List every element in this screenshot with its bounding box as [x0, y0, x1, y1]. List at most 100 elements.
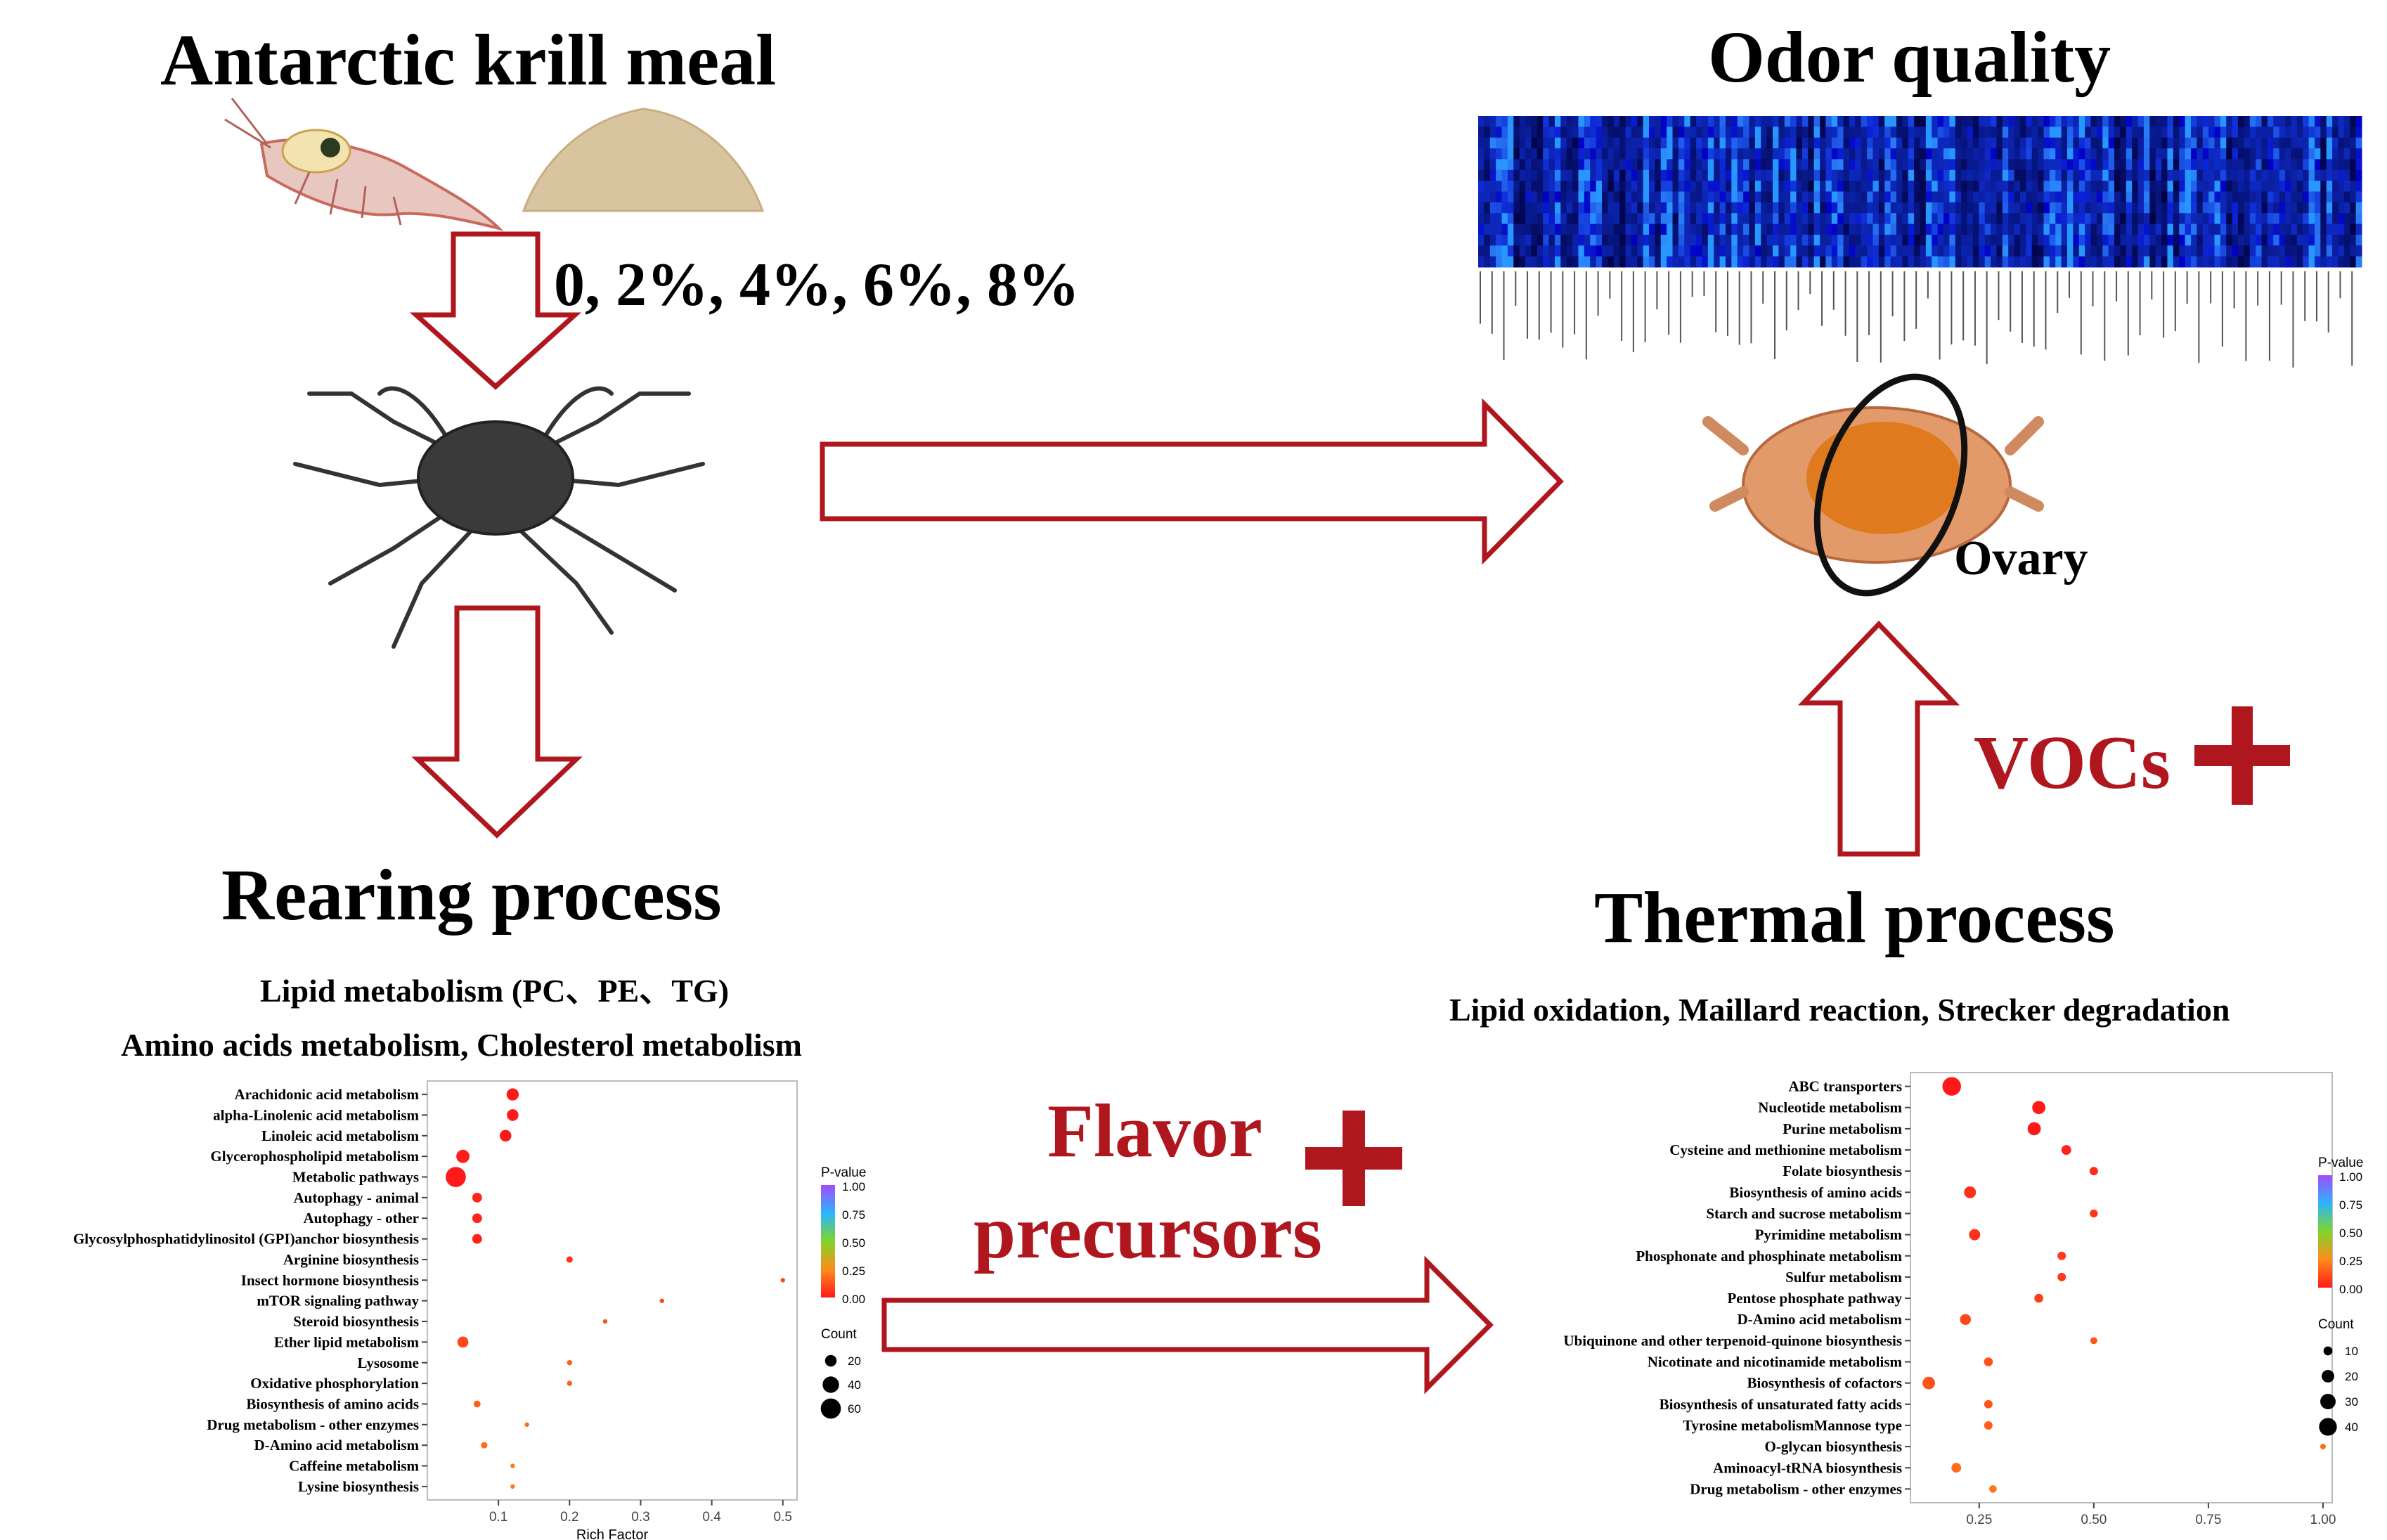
- plus-icon-vocs: [2194, 706, 2290, 805]
- odor-quality-title: Odor quality: [1708, 17, 2111, 98]
- x-tick-label: 0.3: [631, 1510, 649, 1525]
- enrichment-point: [510, 1463, 515, 1468]
- rearing-notes-line2: Amino acids metabolism, Cholesterol meta…: [121, 1027, 802, 1063]
- enrichment-point: [2061, 1145, 2071, 1155]
- thermal-process-title: Thermal process: [1594, 877, 2115, 958]
- enrichment-point: [2027, 1122, 2041, 1136]
- x-tick-label: 0.4: [702, 1510, 721, 1525]
- arrow-down-krill-to-crab: [409, 231, 582, 390]
- rearing-notes-line1: Lipid metabolism (PC、PE、TG): [260, 973, 730, 1009]
- legend-color-tick: 1.00: [842, 1180, 865, 1193]
- enrichment-point: [2090, 1337, 2097, 1345]
- enrichment-point: [1951, 1463, 1962, 1473]
- enrichment-point: [507, 1109, 519, 1121]
- krill-meal-powder: [522, 108, 765, 212]
- category-label: Pyrimidine metabolism: [1755, 1227, 1903, 1243]
- category-label: Lysosome: [357, 1354, 419, 1371]
- enrichment-point: [524, 1422, 529, 1428]
- legend-color-tick: 0.75: [842, 1208, 865, 1222]
- category-label: Steroid biosynthesis: [293, 1313, 419, 1330]
- vocs-label: VOCs: [1974, 721, 2171, 805]
- flavor-label-line1: Flavor: [1047, 1089, 1262, 1173]
- category-label: Biosynthesis of unsaturated fatty acids: [1660, 1396, 1902, 1413]
- legend-color-tick: 0.00: [2339, 1283, 2362, 1296]
- plot-frame: [1910, 1072, 2333, 1503]
- category-label: Glycosylphosphatidylinositol (GPI)anchor…: [73, 1231, 419, 1248]
- category-label: Folate biosynthesis: [1783, 1163, 1902, 1179]
- category-label: Tyrosine metabolismMannose type: [1683, 1417, 1902, 1434]
- enrichment-point: [1984, 1421, 1993, 1430]
- category-label: Autophagy - other: [303, 1210, 419, 1227]
- enrichment-point: [510, 1484, 515, 1489]
- category-label: Starch and sucrose metabolism: [1706, 1205, 1902, 1222]
- category-label: Nucleotide metabolism: [1758, 1099, 1902, 1116]
- category-label: Ether lipid metabolism: [274, 1333, 420, 1350]
- enrichment-point: [1922, 1376, 1936, 1390]
- legend-color-bar: [2318, 1175, 2332, 1288]
- legend-size-dot: [820, 1398, 841, 1419]
- legend-color-tick: 0.50: [2339, 1227, 2362, 1240]
- cooked-crab-illustration: [1702, 406, 2044, 564]
- category-label: Caffeine metabolism: [289, 1458, 419, 1475]
- odor-heatmap: [1478, 116, 2362, 268]
- legend-color-tick: 0.50: [842, 1236, 865, 1250]
- flavor-label-line2: precursors: [973, 1191, 1322, 1274]
- category-label: ABC transporters: [1788, 1078, 1902, 1095]
- enrichment-point: [1942, 1077, 1961, 1096]
- ovary-label: Ovary: [1954, 531, 2088, 585]
- legend-pvalue-title: P-value: [2318, 1156, 2363, 1170]
- legend-size-dot: [2319, 1418, 2337, 1436]
- enrichment-point: [481, 1442, 488, 1449]
- enrichment-point: [2089, 1167, 2098, 1176]
- category-label: O-glycan biosynthesis: [1765, 1438, 1902, 1455]
- enrichment-point: [446, 1167, 466, 1187]
- x-tick-label: 0.5: [774, 1510, 792, 1525]
- enrichment-point: [1984, 1399, 1993, 1409]
- category-label: Biosynthesis of amino acids: [1729, 1184, 1902, 1201]
- enrichment-point: [566, 1256, 573, 1263]
- rearing-process-title: Rearing process: [221, 855, 722, 936]
- krill-meal-title: Antarctic krill meal: [160, 20, 777, 101]
- legend-size-tick: 10: [2345, 1345, 2358, 1358]
- legend-size-tick: 20: [848, 1354, 861, 1368]
- enrichment-point: [1964, 1186, 1977, 1198]
- legend-size-tick: 40: [2345, 1421, 2358, 1434]
- enrichment-point: [567, 1360, 573, 1366]
- x-tick-label: 0.2: [560, 1510, 578, 1525]
- enrichment-point: [2057, 1272, 2066, 1281]
- legend-count-title: Count: [821, 1327, 857, 1342]
- enrichment-point: [472, 1192, 482, 1203]
- legend-size-dot: [2323, 1346, 2333, 1356]
- enrichment-point: [2034, 1293, 2043, 1303]
- enrichment-point: [2320, 1444, 2326, 1450]
- category-label: Biosynthesis of amino acids: [246, 1395, 419, 1412]
- enrichment-point: [1969, 1229, 1981, 1241]
- category-label: Lysine biosynthesis: [298, 1478, 419, 1495]
- enrichment-point: [472, 1213, 482, 1224]
- enrichment-point: [2057, 1251, 2066, 1260]
- enrichment-point: [2032, 1101, 2045, 1115]
- rearing-enrichment-chart: Arachidonic acid metabolismalpha-Linolen…: [73, 1080, 866, 1539]
- x-tick-label: 0.25: [1966, 1513, 1992, 1527]
- enrichment-point: [2090, 1209, 2098, 1218]
- legend-color-tick: 0.25: [2339, 1255, 2362, 1268]
- legend-size-dot: [824, 1354, 837, 1367]
- enrichment-point: [456, 1149, 470, 1163]
- category-label: Nicotinate and nicotinamide metabolism: [1648, 1354, 1903, 1371]
- category-label: Sulfur metabolism: [1785, 1269, 1902, 1286]
- category-label: Glycerophospholipid metabolism: [210, 1148, 419, 1165]
- category-label: Drug metabolism - other enzymes: [1690, 1480, 1902, 1497]
- legend-size-tick: 40: [848, 1378, 861, 1392]
- legend-color-tick: 0.75: [2339, 1198, 2362, 1212]
- x-tick-label: 0.50: [2081, 1513, 2107, 1527]
- category-label: Oxidative phosphorylation: [250, 1375, 419, 1392]
- krill-illustration: [224, 98, 504, 231]
- enrichment-point: [1984, 1357, 1993, 1366]
- arrow-down-crab-to-rearing: [411, 605, 583, 839]
- category-label: Arachidonic acid metabolism: [235, 1086, 420, 1103]
- arrow-right-rearing-to-thermal: [881, 1255, 1494, 1395]
- category-label: Linoleic acid metabolism: [261, 1127, 419, 1144]
- category-label: D-Amino acid metabolism: [254, 1437, 420, 1454]
